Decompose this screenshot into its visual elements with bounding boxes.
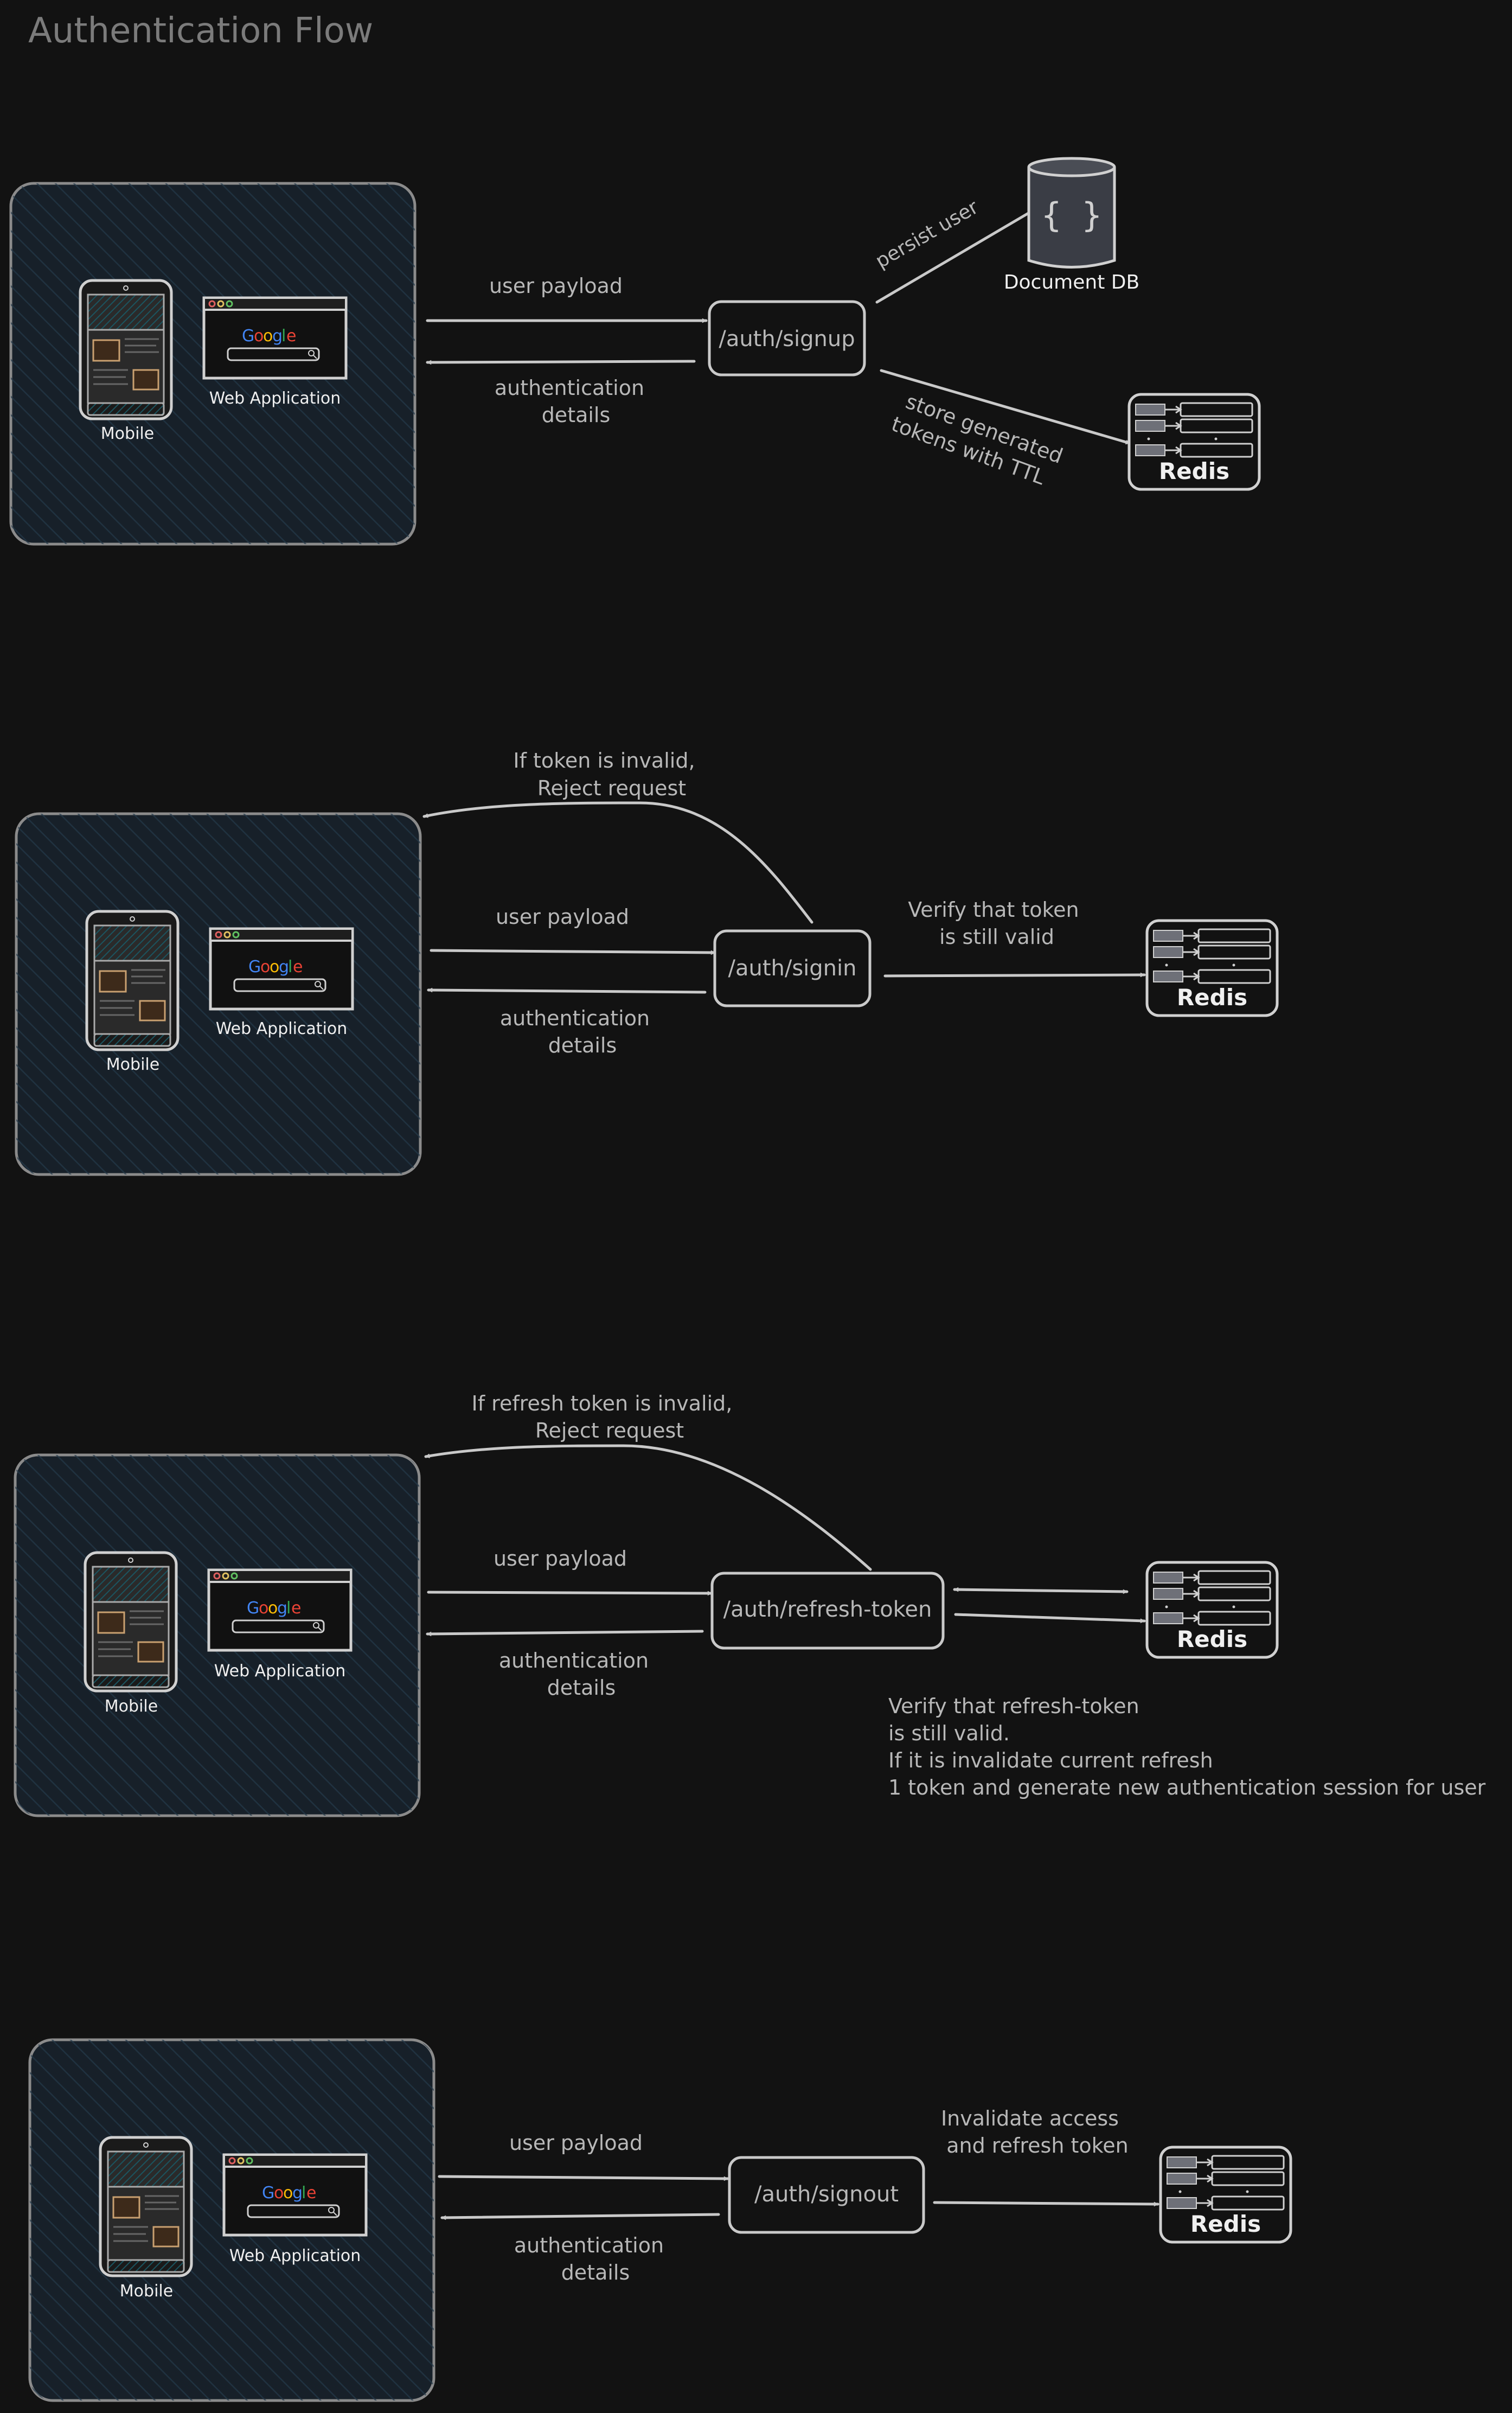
refresh-note: Verify that refresh-token is still valid… <box>888 1694 1486 1799</box>
google-letter: o <box>268 1599 278 1618</box>
google-letter: o <box>263 327 273 346</box>
google-letter: G <box>247 1599 259 1618</box>
google-letter: G <box>262 2184 274 2203</box>
google-letter: o <box>259 1599 268 1618</box>
redis-label: Redis <box>1190 2211 1261 2237</box>
endpoint-label: /auth/signin <box>728 956 856 981</box>
svg-text:{ }: { } <box>1041 195 1102 235</box>
document-db-icon: { } <box>1027 157 1116 269</box>
google-letter: G <box>248 957 261 976</box>
response-arrow <box>427 990 707 994</box>
request-label: user payload <box>496 905 629 929</box>
request-label: user payload <box>494 1547 627 1571</box>
google-letter: l <box>302 2184 306 2203</box>
google-letter: o <box>274 2184 284 2203</box>
google-letter: g <box>292 2184 303 2203</box>
web-app-label: Web Application <box>229 2246 361 2265</box>
request-arrow <box>438 2175 729 2179</box>
google-letter: l <box>288 957 292 976</box>
response-arrow <box>440 2213 720 2218</box>
redis-label: Redis <box>1159 458 1229 484</box>
invalidate-arrow <box>933 2201 1159 2204</box>
web-app-label: Web Application <box>209 389 341 408</box>
web-app-label: Web Application <box>216 1019 348 1038</box>
diagram-title: Authentication Flow <box>28 11 373 51</box>
google-letter: G <box>242 327 254 346</box>
verify-arrow <box>883 975 1146 978</box>
endpoint-label: /auth/refresh-token <box>723 1597 932 1622</box>
request-label: user payload <box>489 274 623 298</box>
mobile-label: Mobile <box>106 1055 159 1074</box>
google-letter: e <box>286 327 296 346</box>
persist-label: persist user <box>872 196 982 272</box>
response-label: authentication details <box>499 1649 655 1700</box>
google-letter: e <box>306 2184 316 2203</box>
store-arrow <box>880 369 1131 445</box>
response-label: authentication details <box>500 1006 656 1057</box>
google-letter: o <box>254 327 264 346</box>
invalidate-label: Invalidate access and refresh token <box>941 2106 1129 2157</box>
verify-label: Verify that token is still valid <box>908 898 1086 949</box>
endpoint-box-signin[interactable] <box>713 929 872 1007</box>
reject-label: If refresh token is invalid, Reject requ… <box>472 1391 739 1442</box>
mobile-label: Mobile <box>101 424 154 443</box>
google-letter: g <box>272 327 283 346</box>
response-label: authentication details <box>514 2233 670 2284</box>
persist-arrow <box>875 206 1040 304</box>
request-arrow <box>430 949 716 953</box>
google-letter: o <box>270 957 279 976</box>
endpoint-label: /auth/signup <box>719 327 855 352</box>
response-label: authentication details <box>495 376 651 427</box>
redis-label: Redis <box>1177 1626 1247 1652</box>
google-letter: o <box>283 2184 293 2203</box>
response-arrow <box>426 1630 704 1634</box>
request-arrow <box>427 1591 713 1593</box>
reject-arrow <box>424 1444 872 1571</box>
response-arrow <box>426 360 696 362</box>
endpoint-box-refresh-token[interactable] <box>710 1572 945 1650</box>
mobile-label: Mobile <box>105 1697 158 1716</box>
google-letter: e <box>291 1599 301 1618</box>
google-letter: g <box>277 1599 287 1618</box>
google-letter: g <box>279 957 289 976</box>
endpoint-box-signout[interactable] <box>728 2156 925 2234</box>
reject-arrow <box>422 801 813 924</box>
store-label: store generated tokens with TTL <box>888 387 1072 495</box>
request-label: user payload <box>509 2131 643 2155</box>
endpoint-box-signup[interactable] <box>708 300 866 376</box>
google-letter: l <box>281 327 286 346</box>
redis-bidirectional-arrow <box>953 1589 1129 1592</box>
document-db-label: Document DB <box>1004 271 1139 293</box>
redis-label: Redis <box>1177 984 1247 1011</box>
mobile-label: Mobile <box>120 2282 173 2301</box>
endpoint-label: /auth/signout <box>754 2182 899 2207</box>
google-letter: e <box>293 957 303 976</box>
google-letter: o <box>260 957 270 976</box>
redis-write-arrow <box>954 1613 1146 1621</box>
web-app-label: Web Application <box>214 1662 346 1681</box>
reject-label: If token is invalid, Reject request <box>513 749 701 800</box>
google-letter: l <box>286 1599 291 1618</box>
